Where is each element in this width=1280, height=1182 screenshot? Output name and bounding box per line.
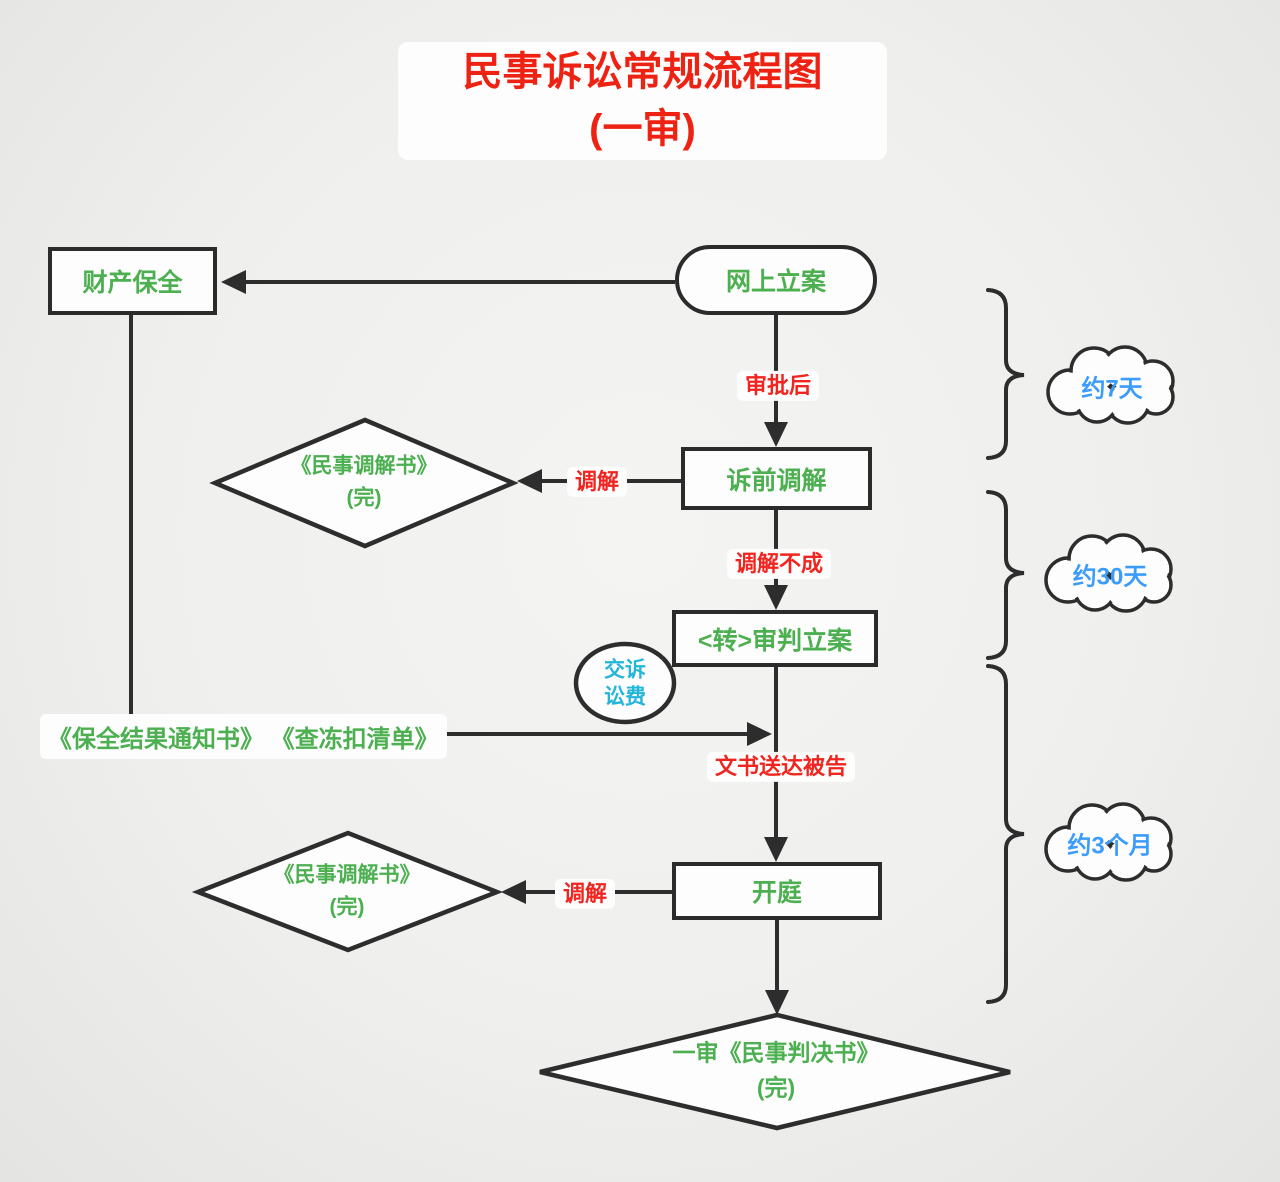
arrowhead-down-into-pretrial — [764, 422, 788, 447]
node-pretrial-mediation-label: 诉前调解 — [726, 466, 827, 495]
mediation-doc-bottom-line1: 《民事调解书》 — [273, 863, 421, 887]
arrowhead-right-into-mainline — [747, 722, 772, 746]
mediation-doc-bottom-line2: (完) — [329, 895, 365, 918]
pay-fee-circle — [573, 641, 677, 725]
node-court-hearing: 开庭 — [672, 862, 882, 920]
arrowhead-down-into-judgment — [765, 990, 789, 1015]
mediation-doc-top-diamond — [209, 417, 519, 549]
arrowhead-down-into-hearing — [764, 837, 788, 862]
node-property-preservation-label: 财产保全 — [82, 269, 183, 297]
duration-30-days: 约30天 — [1072, 563, 1148, 591]
arrowhead-down-into-trial-filing — [764, 585, 788, 610]
pay-fee-line2: 讼费 — [604, 686, 646, 709]
judgment-diamond — [539, 1012, 1011, 1131]
pay-fee-line1: 交诉 — [604, 658, 646, 682]
mediation-doc-bottom-diamond — [191, 830, 504, 953]
arrowhead-left-into-preservation — [221, 270, 246, 294]
node-pretrial-mediation: 诉前调解 — [681, 447, 872, 510]
judgment-line2: (完) — [756, 1074, 796, 1100]
node-mediation-doc-top-text: 《民事调解书》 (完) — [291, 451, 438, 514]
duration-3-months: 约3个月 — [1067, 832, 1153, 860]
brace-7-days — [986, 288, 1025, 460]
brace-3-months — [986, 664, 1025, 1004]
mediation-doc-top-line1: 《民事调解书》 — [290, 454, 438, 478]
node-online-filing-label: 网上立案 — [725, 268, 826, 296]
pay-fee-text: 交诉 讼费 — [604, 657, 646, 712]
title-line1: 民事诉讼常规流程图 — [462, 50, 823, 94]
judgment-line1: 一审《民事判决书》 — [672, 1039, 880, 1066]
arrowhead-left-into-mediation-doc-top — [517, 469, 542, 493]
node-property-preservation: 财产保全 — [48, 247, 217, 315]
node-court-hearing-label: 开庭 — [751, 879, 802, 907]
edge-label-mediation-bottom: 调解 — [554, 878, 616, 910]
title-line2: (一审) — [589, 106, 696, 151]
node-mediation-doc-bottom-text: 《民事调解书》 (完) — [274, 860, 421, 923]
node-trial-filing: <转>审判立案 — [672, 610, 878, 667]
edge-label-documents-served: 文书送达被告 — [706, 751, 856, 783]
diagram-title: 民事诉讼常规流程图 (一审) — [398, 42, 887, 160]
edge-label-mediation-top: 调解 — [566, 466, 628, 498]
brace-30-days — [986, 490, 1025, 660]
duration-7-days: 约7天 — [1081, 375, 1143, 403]
node-online-filing: 网上立案 — [675, 245, 877, 315]
node-trial-filing-label: <转>审判立案 — [697, 626, 853, 655]
edge-label-after-approval: 审批后 — [736, 370, 820, 402]
arrowhead-left-into-mediation-doc-bottom — [501, 880, 526, 904]
mediation-doc-top-line2: (完) — [346, 486, 382, 509]
node-judgment-text: 一审《民事判决书》 (完) — [673, 1036, 880, 1105]
edge-label-mediation-failed: 调解不成 — [726, 548, 832, 580]
preservation-documents-label: 《保全结果通知书》 《查冻扣清单》 — [40, 714, 447, 759]
